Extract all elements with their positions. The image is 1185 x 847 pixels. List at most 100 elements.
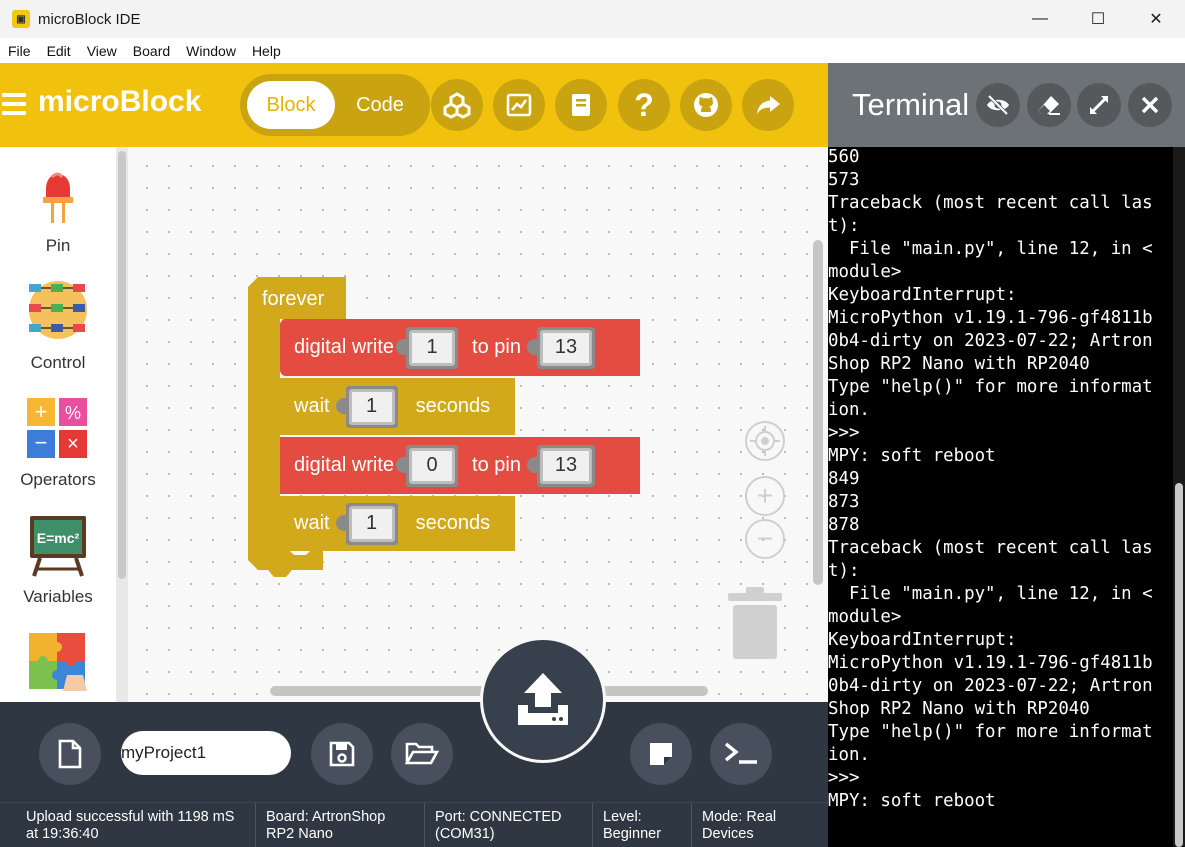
close-icon bbox=[1141, 96, 1159, 114]
pin-slot-2[interactable]: 13 bbox=[526, 444, 595, 487]
extension-button[interactable] bbox=[431, 79, 483, 131]
palette-extensions-icon[interactable] bbox=[0, 631, 116, 696]
menu-window[interactable]: Window bbox=[186, 42, 236, 59]
clear-terminal-button[interactable] bbox=[1027, 83, 1071, 127]
eye-off-icon bbox=[987, 94, 1009, 116]
trash-icon[interactable] bbox=[728, 587, 784, 661]
terminal-line: t): bbox=[828, 216, 860, 236]
new-file-button[interactable] bbox=[39, 723, 101, 785]
github-button[interactable] bbox=[680, 79, 732, 131]
hamburger-menu-icon[interactable] bbox=[2, 93, 26, 115]
book-icon bbox=[572, 94, 590, 116]
palette-control-label[interactable]: Control bbox=[30, 353, 86, 372]
value-input-1[interactable]: 1 bbox=[409, 329, 456, 366]
palette-pin-icon[interactable] bbox=[0, 163, 116, 228]
port-status-line1: Port: CONNECTED bbox=[435, 809, 562, 825]
wait-input-2[interactable]: 1 bbox=[348, 505, 395, 542]
svg-text:+: + bbox=[35, 399, 48, 424]
menu-view[interactable]: View bbox=[86, 42, 117, 59]
wait-block-2[interactable]: wait 1 seconds bbox=[280, 496, 515, 551]
close-terminal-button[interactable] bbox=[1128, 83, 1172, 127]
mode-status[interactable]: Mode: Real Devices bbox=[702, 809, 776, 843]
terminal-line: Type "help()" for more informat bbox=[828, 377, 1153, 397]
board-status-line2: RP2 Nano bbox=[266, 826, 333, 842]
workspace-vertical-scrollbar[interactable] bbox=[813, 240, 823, 585]
level-status[interactable]: Level: Beginner bbox=[603, 809, 661, 843]
bottom-bar bbox=[0, 702, 828, 802]
palette-operators-icon[interactable]: +%−× bbox=[0, 398, 116, 463]
terminal-line: Shop RP2 Nano with RP2040 bbox=[828, 699, 1090, 719]
palette-pin-label[interactable]: Pin bbox=[45, 236, 71, 255]
palette-control-icon[interactable] bbox=[0, 280, 116, 345]
terminal-line: KeyboardInterrupt: bbox=[828, 285, 1017, 305]
value-slot-2[interactable]: 0 bbox=[396, 444, 459, 487]
minimize-button[interactable]: — bbox=[1032, 10, 1048, 27]
zoom-out-icon: − bbox=[756, 523, 774, 554]
pin-slot-1[interactable]: 13 bbox=[526, 326, 595, 369]
zoom-in-button[interactable]: + bbox=[745, 476, 785, 516]
forever-block-shape[interactable] bbox=[248, 277, 448, 577]
wait-label-1: wait bbox=[294, 395, 330, 417]
palette-operators-label[interactable]: Operators bbox=[20, 470, 96, 489]
pin-input-1[interactable]: 13 bbox=[539, 329, 592, 366]
save-button[interactable] bbox=[311, 723, 373, 785]
value-slot-1[interactable]: 1 bbox=[396, 326, 459, 369]
recenter-button[interactable] bbox=[745, 421, 785, 461]
close-window-button[interactable]: ✕ bbox=[1149, 11, 1163, 28]
wait-input-1[interactable]: 1 bbox=[348, 388, 395, 425]
palette-variables-label[interactable]: Variables bbox=[23, 587, 93, 606]
svg-text:×: × bbox=[67, 433, 79, 455]
terminal-line: MicroPython v1.19.1-796-gf4811b bbox=[828, 653, 1153, 673]
palette-scrollbar[interactable] bbox=[116, 147, 128, 702]
menu-help[interactable]: Help bbox=[251, 42, 281, 59]
window-title: microBlock IDE bbox=[38, 10, 141, 28]
svg-text:E=mc²: E=mc² bbox=[37, 530, 80, 546]
wait-block-1[interactable]: wait 1 seconds bbox=[280, 378, 515, 435]
brand-logo: microBlock bbox=[38, 85, 202, 118]
block-mode-button[interactable]: Block bbox=[247, 81, 335, 129]
terminal-button[interactable] bbox=[710, 723, 772, 785]
script-workspace[interactable]: forever digital write 1 to pin 13 wait 1… bbox=[128, 147, 828, 702]
wait-slot-1[interactable]: 1 bbox=[335, 385, 398, 428]
status-bar: Upload successful with 1198 mS at 19:36:… bbox=[0, 802, 828, 847]
maximize-button[interactable]: ☐ bbox=[1090, 11, 1106, 28]
book-button[interactable] bbox=[555, 79, 607, 131]
graph-button[interactable] bbox=[493, 79, 545, 131]
note-button[interactable] bbox=[630, 723, 692, 785]
project-name-input[interactable] bbox=[121, 731, 291, 775]
wait-slot-2[interactable]: 1 bbox=[335, 502, 398, 545]
open-folder-button[interactable] bbox=[391, 723, 453, 785]
terminal-line: File "main.py", line 12, in < bbox=[828, 239, 1153, 259]
terminal-scrollbar[interactable] bbox=[1173, 147, 1185, 847]
mode-status-line1: Mode: Real bbox=[702, 809, 777, 825]
seconds-label-1: seconds bbox=[415, 395, 491, 417]
board-status[interactable]: Board: ArtronShop RP2 Nano bbox=[266, 809, 385, 843]
palette-variables-icon[interactable]: E=mc² bbox=[0, 514, 116, 583]
eraser-icon bbox=[1038, 96, 1060, 115]
mode-status-line2: Devices bbox=[702, 826, 754, 842]
note-icon bbox=[650, 743, 672, 765]
terminal-line: Type "help()" for more informat bbox=[828, 722, 1153, 742]
menu-board[interactable]: Board bbox=[132, 42, 171, 59]
digital-write-label-1: digital write bbox=[294, 336, 395, 358]
menu-file[interactable]: File bbox=[8, 42, 31, 59]
help-icon: ? bbox=[634, 86, 654, 123]
expand-terminal-button[interactable] bbox=[1077, 83, 1121, 127]
terminal-line: 849 bbox=[828, 469, 860, 489]
share-button[interactable] bbox=[742, 79, 794, 131]
help-button[interactable]: ? bbox=[618, 79, 670, 131]
value-input-2[interactable]: 0 bbox=[409, 447, 456, 484]
new-file-icon bbox=[58, 739, 82, 769]
toggle-visibility-button[interactable] bbox=[976, 83, 1020, 127]
digital-write-block-2[interactable]: digital write 0 to pin 13 bbox=[280, 437, 640, 494]
menu-edit[interactable]: Edit bbox=[46, 42, 71, 59]
terminal-line: t): bbox=[828, 561, 860, 581]
digital-write-block-1[interactable]: digital write 1 to pin 13 bbox=[280, 319, 640, 376]
zoom-out-button[interactable]: − bbox=[745, 519, 785, 559]
upload-status-line2: at 19:36:40 bbox=[26, 826, 99, 842]
pin-input-2[interactable]: 13 bbox=[539, 447, 592, 484]
upload-button[interactable] bbox=[480, 637, 606, 763]
port-status[interactable]: Port: CONNECTED (COM31) bbox=[435, 809, 562, 843]
code-mode-button[interactable]: Code bbox=[356, 93, 404, 116]
